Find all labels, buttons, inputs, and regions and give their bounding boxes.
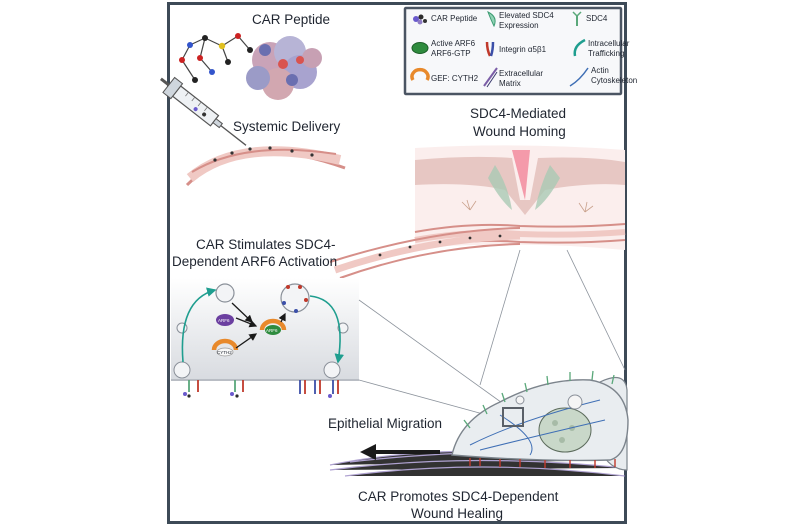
legend-trafficking-icon bbox=[573, 38, 586, 57]
migration-arrow-icon bbox=[360, 444, 440, 460]
legend-elevated-sdc4-icon bbox=[487, 10, 496, 28]
legend-ecm-line2: Matrix bbox=[499, 79, 521, 88]
complex-cyth2-icon bbox=[259, 318, 287, 331]
legend-actin-line2: Cytoskeleton bbox=[591, 76, 637, 85]
arf6-inactive-label: ARF6 bbox=[218, 318, 230, 323]
wound-vessel-illustration bbox=[329, 227, 521, 279]
legend-arf6-line2: ARF6-GTP bbox=[431, 49, 471, 58]
legend-gef-label: GEF: CYTH2 bbox=[431, 74, 479, 83]
legend: CAR Peptide Elevated SDC4 Expression SDC… bbox=[403, 6, 637, 96]
legend-trafficking-line2: Trafficking bbox=[588, 49, 624, 58]
title-promotes-line1: CAR Promotes SDC4-Dependent bbox=[358, 489, 559, 504]
title-epithelial-migration: Epithelial Migration bbox=[328, 416, 442, 431]
legend-arf6-icon bbox=[411, 42, 429, 54]
arf6-active-icon bbox=[265, 325, 281, 335]
title-homing-line2: Wound Homing bbox=[473, 124, 566, 139]
title-systemic-delivery: Systemic Delivery bbox=[233, 119, 341, 134]
legend-actin-icon bbox=[569, 67, 589, 87]
legend-ecm-line1: Extracellular bbox=[499, 69, 543, 78]
legend-actin-line1: Actin bbox=[591, 66, 609, 75]
legend-integrin-label: Integrin α5β1 bbox=[499, 45, 547, 54]
title-promotes-line2: Wound Healing bbox=[411, 506, 503, 521]
legend-elevated-line2: Expression bbox=[499, 21, 539, 30]
legend-car-peptide-label: CAR Peptide bbox=[431, 14, 478, 23]
peptide-molecule-illustration bbox=[179, 33, 322, 100]
legend-box bbox=[403, 6, 623, 96]
zoom-box bbox=[502, 407, 524, 427]
title-stimulates-line2: Dependent ARF6 Activation bbox=[172, 254, 337, 269]
signaling-panel-illustration: ARF6 CYTH2 ARF6 bbox=[171, 278, 359, 398]
legend-ecm-icon bbox=[483, 67, 498, 88]
title-homing-line1: SDC4-Mediated bbox=[470, 106, 566, 121]
title-stimulates-line1: CAR Stimulates SDC4- bbox=[196, 237, 336, 252]
legend-arf6-line1: Active ARF6 bbox=[431, 39, 476, 48]
legend-car-peptide-icon bbox=[413, 14, 427, 25]
syringe-icon bbox=[159, 76, 247, 146]
legend-trafficking-line1: Intracellular bbox=[588, 39, 630, 48]
migrating-cell-illustration bbox=[329, 370, 629, 477]
wound-tissue-illustration bbox=[414, 145, 626, 250]
legend-sdc4-label: SDC4 bbox=[586, 14, 608, 23]
legend-sdc4-icon bbox=[572, 11, 582, 26]
arf6-active-label: ARF6 bbox=[266, 328, 278, 333]
blood-vessel-illustration bbox=[185, 146, 346, 187]
cyth2-icon bbox=[211, 338, 239, 351]
legend-cyth2-icon bbox=[410, 67, 430, 81]
legend-elevated-line1: Elevated SDC4 bbox=[499, 11, 554, 20]
cyth2-label: CYTH2 bbox=[217, 350, 232, 355]
title-car-peptide: CAR Peptide bbox=[252, 12, 330, 27]
arf6-inactive-icon bbox=[216, 314, 234, 326]
legend-integrin-icon bbox=[485, 41, 495, 57]
